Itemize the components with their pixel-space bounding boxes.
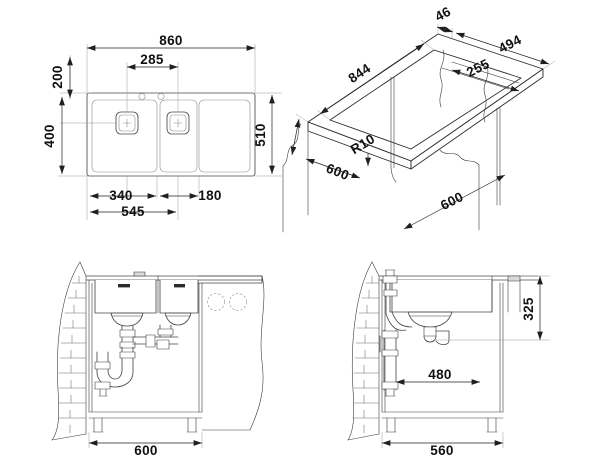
side-wall-connector: [384, 269, 396, 277]
front-drainer-body: [197, 275, 263, 284]
front-overflow-right-icon: [174, 284, 185, 288]
front-wall-brick-hatch: [57, 275, 87, 434]
dim-label-480: 480: [428, 367, 451, 382]
side-coupler-b: [381, 330, 399, 339]
side-trap-elbow: [435, 330, 450, 346]
view-isometric: 844 600 R10 46: [282, 4, 556, 233]
side-coupler-top: [382, 275, 398, 284]
dim-label-600-iso-bottom: 600: [438, 189, 466, 213]
front-wall-face: [79, 261, 87, 435]
plan-sink-outline: [86, 92, 256, 177]
side-foot-right: [486, 417, 498, 433]
tap-hole-left-icon: [138, 93, 146, 100]
front-strainer-left: [110, 312, 144, 327]
side-bowl-section: [389, 279, 493, 313]
side-standpipe: [383, 329, 397, 391]
front-coupler-c: [157, 328, 174, 336]
side-wall: [347, 261, 380, 441]
front-foot-left: [92, 417, 104, 433]
front-tap-ledge: [133, 271, 146, 277]
side-cabinet: [381, 279, 504, 433]
waste-cross-left-icon: [122, 118, 132, 128]
front-coupler-g: [94, 361, 111, 370]
front-overflow-left-icon: [118, 284, 130, 288]
dim-label-510: 510: [253, 123, 268, 146]
side-foot-left: [385, 417, 397, 433]
front-pipe-horizontal: [132, 336, 179, 345]
iso-break-top: [439, 49, 445, 108]
dim-label-560: 560: [430, 443, 453, 458]
front-trap-outlet: [98, 388, 108, 397]
front-cabinet: [88, 279, 203, 433]
view-plan: 860 285 200 400 510 340 180 545: [42, 33, 282, 220]
plan-drainer: [198, 99, 251, 173]
plan-sink-body: [86, 92, 256, 177]
front-tap-hole-right-hidden-icon: [229, 293, 247, 311]
dim-480: 480: [395, 367, 481, 385]
front-wall-break-line: [51, 261, 81, 441]
tap-hole-right-icon: [157, 93, 165, 100]
view-side-elevation: 325 480 560: [347, 261, 550, 458]
plan-bowl-left: [91, 99, 158, 173]
dim-label-180: 180: [198, 188, 221, 203]
dim-label-200: 200: [50, 65, 65, 88]
dim-label-340: 340: [109, 188, 132, 203]
waste-cross-right-icon: [173, 118, 183, 128]
dim-label-860: 860: [159, 33, 182, 48]
side-wall-brick-hatch: [352, 275, 380, 434]
side-sink: [378, 275, 539, 313]
dim-600-iso-bottom: 600: [403, 174, 506, 230]
dim-46: 46: [432, 4, 453, 38]
dim-label-285: 285: [140, 52, 164, 67]
front-coupler-a: [119, 329, 136, 338]
front-drainer: [197, 275, 263, 311]
side-wall-break-line: [347, 261, 373, 441]
iso-break-bottom: [439, 149, 480, 166]
front-foot-right: [186, 417, 198, 433]
side-strainer: [407, 311, 453, 328]
side-waste-assembly: [379, 269, 453, 397]
iso-worktop-right-edge: [410, 68, 544, 170]
side-trap-outlet: [384, 388, 396, 397]
front-coupler-h: [94, 381, 111, 390]
dim-600-front: 600: [88, 432, 203, 458]
dim-label-325: 325: [521, 297, 536, 321]
side-coupler-d: [381, 381, 399, 390]
side-pipe-riser: [391, 287, 413, 328]
side-tap-ledge: [507, 275, 521, 282]
iso-break-left: [282, 123, 302, 167]
front-coupler-d: [145, 334, 156, 348]
front-waste-assembly: [94, 312, 192, 397]
dim-label-494: 494: [496, 32, 524, 56]
front-right-break-line: [249, 275, 265, 431]
dim-560: 560: [381, 432, 504, 458]
dim-325: 325: [436, 275, 550, 341]
dim-label-545: 545: [121, 204, 145, 219]
side-outlet-body: [423, 326, 437, 337]
dim-label-600-front: 600: [134, 443, 157, 458]
side-wall-face: [371, 261, 380, 435]
dim-label-46: 46: [432, 4, 453, 25]
plan-bowl-right: [159, 99, 198, 173]
front-coupler-f: [119, 351, 136, 359]
front-wall: [51, 261, 87, 441]
dim-label-600-iso-left: 600: [324, 160, 351, 183]
front-strainer-right: [164, 312, 192, 326]
side-coupler-c: [381, 349, 399, 357]
front-trap-bend: [107, 346, 123, 380]
dim-label-400: 400: [42, 124, 57, 147]
front-tap-hole-left-hidden-icon: [207, 293, 225, 311]
front-sink: [85, 271, 263, 314]
front-coupler-e: [156, 339, 170, 350]
side-coupler-a: [383, 289, 398, 297]
plan-tap-holes: [138, 93, 165, 100]
front-coupler-b: [119, 341, 136, 349]
view-front-elevation: 600: [51, 261, 265, 458]
